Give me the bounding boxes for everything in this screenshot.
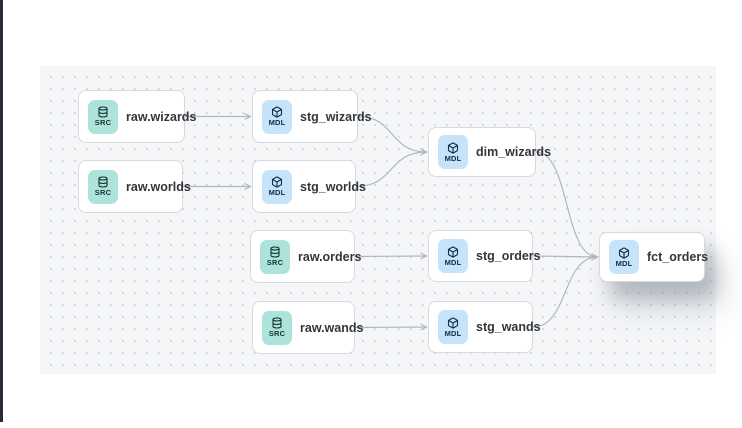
- node-stg-wands[interactable]: MDL stg_wands: [428, 301, 541, 353]
- node-label: stg_wizards: [300, 109, 372, 124]
- node-stg-orders[interactable]: MDL stg_orders: [428, 230, 541, 282]
- mdl-badge: MDL: [438, 135, 468, 169]
- node-label: stg_worlds: [300, 179, 366, 194]
- badge-label: SRC: [268, 329, 286, 339]
- src-badge: SRC: [88, 99, 118, 134]
- node-stg-worlds[interactable]: MDL stg_worlds: [252, 160, 366, 213]
- node-stg-wizards[interactable]: MDL stg_wizards: [252, 90, 372, 143]
- node-label: raw.wizards: [126, 109, 197, 124]
- badge-label: MDL: [268, 118, 286, 128]
- src-badge: SRC: [88, 169, 118, 204]
- src-badge: SRC: [260, 239, 290, 274]
- mdl-badge: MDL: [438, 239, 468, 273]
- badge-label: MDL: [268, 188, 286, 198]
- node-label: raw.orders: [298, 249, 362, 264]
- database-icon: [270, 246, 280, 258]
- cube-icon: [618, 247, 630, 259]
- edge-stg_orders-fct_orders: [532, 253, 599, 261]
- database-icon: [272, 317, 282, 329]
- badge-label: MDL: [444, 153, 462, 163]
- node-fct-orders[interactable]: MDL fct_orders: [599, 232, 709, 282]
- cube-icon: [271, 176, 283, 188]
- node-label: raw.wands: [300, 320, 364, 335]
- node-label: raw.worlds: [126, 179, 191, 194]
- edge-stg_worlds-dim_wizards: [355, 148, 428, 188]
- cube-icon: [447, 246, 459, 258]
- node-label: fct_orders: [647, 250, 709, 264]
- mdl-badge: MDL: [262, 169, 292, 204]
- cube-icon: [447, 317, 459, 329]
- edge-raw_wands-stg_wands: [354, 323, 428, 331]
- src-badge: SRC: [262, 310, 292, 345]
- cube-icon: [447, 142, 459, 154]
- mdl-badge: MDL: [262, 99, 292, 134]
- edge-stg_wands-fct_orders: [532, 253, 599, 328]
- edge-layer: [183, 113, 599, 331]
- node-raw-orders[interactable]: SRC raw.orders: [250, 230, 361, 283]
- node-label: stg_orders: [476, 249, 541, 263]
- badge-label: SRC: [94, 188, 112, 198]
- database-icon: [98, 106, 108, 118]
- mdl-badge: MDL: [438, 310, 468, 344]
- badge-label: MDL: [444, 328, 462, 338]
- node-label: stg_wands: [476, 320, 541, 334]
- node-dim-wizards[interactable]: MDL dim_wizards: [428, 127, 551, 177]
- edge-raw_orders-stg_orders: [354, 252, 428, 260]
- badge-label: MDL: [615, 258, 633, 268]
- node-label: dim_wizards: [476, 145, 552, 159]
- database-icon: [98, 176, 108, 188]
- node-raw-wands[interactable]: SRC raw.wands: [252, 301, 363, 354]
- edge-dim_wizards-fct_orders: [535, 151, 599, 261]
- window-edge: [0, 0, 3, 422]
- edge-stg_wizards-dim_wizards: [357, 115, 428, 156]
- mdl-badge: MDL: [609, 240, 639, 274]
- node-raw-wizards[interactable]: SRC raw.wizards: [78, 90, 196, 143]
- badge-label: MDL: [444, 257, 462, 267]
- badge-label: SRC: [266, 258, 284, 268]
- node-raw-worlds[interactable]: SRC raw.worlds: [78, 160, 191, 213]
- badge-label: SRC: [94, 118, 112, 128]
- cube-icon: [271, 106, 283, 118]
